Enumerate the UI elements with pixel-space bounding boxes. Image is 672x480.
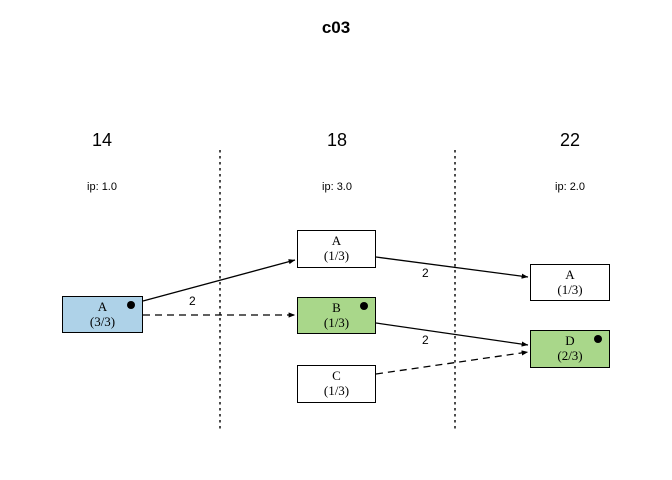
node-d-col2[interactable]: D (2/3) (530, 330, 610, 368)
node-fraction: (3/3) (89, 313, 116, 329)
edge-n3-n5 (375, 350, 529, 375)
node-marker-dot-icon (594, 335, 602, 343)
node-marker-dot-icon (127, 301, 135, 309)
node-label: D (565, 333, 575, 349)
column-ip-0: ip: 1.0 (87, 181, 117, 193)
node-fraction: (1/3) (557, 281, 583, 297)
page-title: c03 (321, 18, 351, 37)
node-fraction: (1/3) (323, 248, 350, 263)
column-ip-2: ip: 2.0 (555, 181, 585, 193)
node-fraction: (1/3) (323, 383, 350, 398)
node-label: A (97, 298, 108, 314)
edge-n1-n4 (375, 256, 529, 279)
node-marker-dot-icon (360, 302, 368, 310)
column-ip-1: ip: 3.0 (322, 181, 352, 193)
column-time-2: 22 (559, 130, 581, 150)
node-b-col1[interactable]: B (1/3) (297, 297, 376, 334)
node-a-col2[interactable]: A (1/3) (530, 264, 610, 301)
node-label: A (565, 266, 575, 282)
edge-label-n1-n4: 2 (422, 266, 429, 280)
node-c-col1[interactable]: C (1/3) (297, 365, 376, 403)
edge-n2-n5 (375, 322, 529, 347)
node-label: A (331, 233, 342, 249)
node-label: C (332, 368, 341, 384)
edge-label-n0-n1: 2 (189, 294, 196, 308)
node-a-col1[interactable]: A (1/3) (297, 230, 376, 268)
node-fraction: (2/3) (557, 348, 583, 363)
node-a-col0[interactable]: A (3/3) (62, 296, 143, 333)
node-label: B (332, 299, 341, 315)
edge-label-n2-n5: 2 (422, 333, 429, 347)
column-time-0: 14 (91, 130, 113, 150)
column-time-1: 18 (326, 130, 348, 150)
edge-n0-n1 (142, 259, 296, 302)
node-fraction: (1/3) (323, 314, 350, 330)
